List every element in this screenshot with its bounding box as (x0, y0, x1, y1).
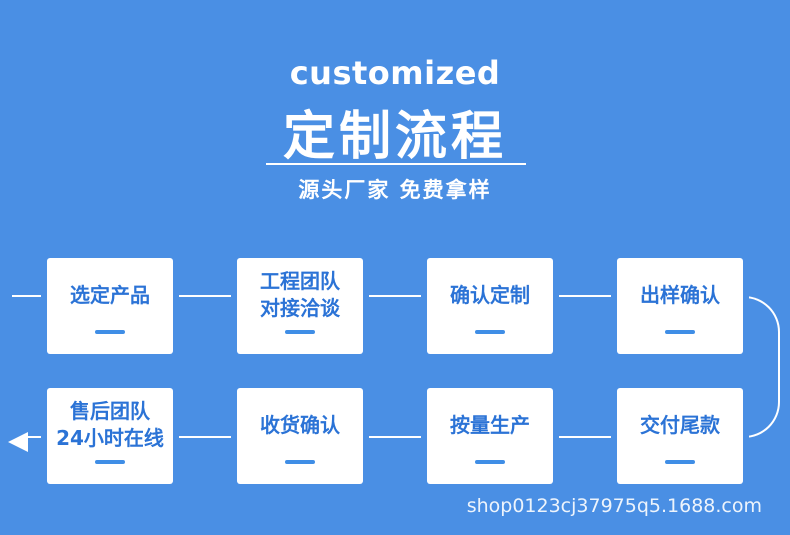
title-divider (266, 163, 526, 165)
title-chinese: 定制流程 (282, 107, 507, 167)
step-label: 售后团队 24小时在线 (56, 399, 164, 450)
watermark-url: shop0123cj37975q5.1688.com (466, 495, 762, 517)
step-bar (665, 330, 695, 334)
step-label: 按量生产 (450, 412, 530, 437)
step-label: 出样确认 (640, 282, 720, 307)
step-bar (95, 330, 125, 334)
title-english: customized (289, 54, 501, 92)
step-card-3: 确认定制 (421, 252, 559, 360)
flow-line-bottom (24, 436, 718, 438)
step-card-1: 选定产品 (41, 252, 179, 360)
step-card-6: 按量生产 (421, 382, 559, 490)
step-card-2: 工程团队 对接洽谈 (231, 252, 369, 360)
step-card-7: 收货确认 (231, 382, 369, 490)
step-bar (285, 330, 315, 334)
step-label: 工程团队 对接洽谈 (260, 269, 340, 320)
subtitle: 源头厂家 免费拿样 (298, 178, 492, 202)
step-bar (475, 460, 505, 464)
step-bar (285, 460, 315, 464)
step-label: 交付尾款 (640, 412, 720, 437)
step-bar (475, 330, 505, 334)
step-bar (95, 460, 125, 464)
step-label: 确认定制 (450, 282, 530, 307)
step-bar (665, 460, 695, 464)
arrow-left-icon (8, 432, 28, 452)
step-label: 选定产品 (70, 282, 150, 307)
step-card-4: 出样确认 (611, 252, 749, 360)
step-card-5: 交付尾款 (611, 382, 749, 490)
step-card-8: 售后团队 24小时在线 (41, 382, 179, 490)
step-label: 收货确认 (260, 412, 340, 437)
